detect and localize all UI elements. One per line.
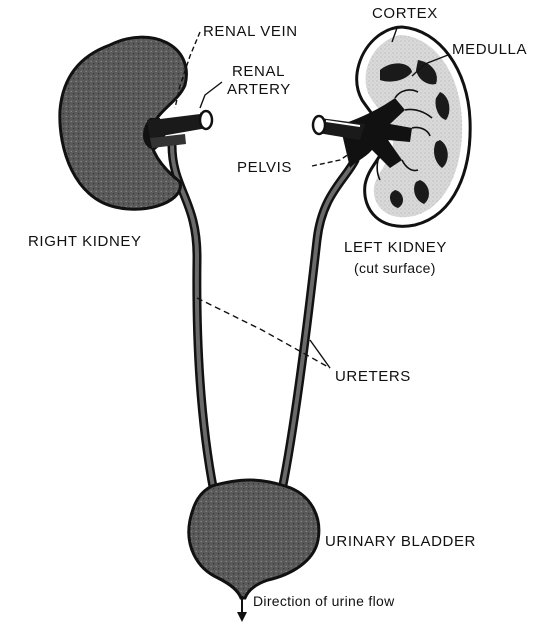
leader-renal-artery: [199, 81, 223, 109]
label-medulla: MEDULLA: [452, 41, 527, 58]
left-kidney-pelvis: [340, 98, 412, 168]
leader-renal-vein: [174, 31, 201, 109]
label-renal-vein: RENAL VEIN: [203, 23, 298, 40]
left-kidney: [340, 25, 472, 228]
right-renal-vessels: [147, 109, 214, 148]
urinary-bladder: [187, 478, 321, 622]
label-renal-artery-line1: RENAL: [232, 63, 285, 80]
leader-medulla: [411, 54, 449, 77]
label-urinary-bladder: URINARY BLADDER: [325, 533, 476, 550]
label-pelvis: PELVIS: [237, 159, 292, 176]
left-renal-vessels: [311, 114, 365, 140]
left-kidney-medulla: [380, 60, 450, 208]
left-ureter: [277, 155, 360, 495]
label-ureters: URETERS: [335, 368, 411, 385]
label-right-kidney: RIGHT KIDNEY: [28, 233, 142, 250]
right-kidney-body: [58, 35, 188, 211]
label-urine-flow: Direction of urine flow: [253, 593, 395, 609]
bladder-body: [187, 478, 321, 600]
left-ureter-highlight: [280, 158, 357, 492]
ureters: [167, 140, 360, 497]
leader-ureters-right: [196, 297, 331, 369]
label-renal-artery-line2: ARTERY: [227, 81, 291, 98]
leader-pelvis: [311, 151, 353, 167]
urine-flow-arrowhead: [237, 612, 247, 622]
label-left-kidney: LEFT KIDNEY: [344, 239, 447, 256]
left-kidney-calyces: [376, 89, 433, 181]
label-left-kidney-cut-surface: (cut surface): [354, 260, 436, 276]
leader-ureters-left: [309, 339, 331, 369]
leader-cortex: [391, 27, 398, 43]
label-cortex: CORTEX: [372, 5, 438, 22]
leader-lines: [174, 27, 449, 369]
